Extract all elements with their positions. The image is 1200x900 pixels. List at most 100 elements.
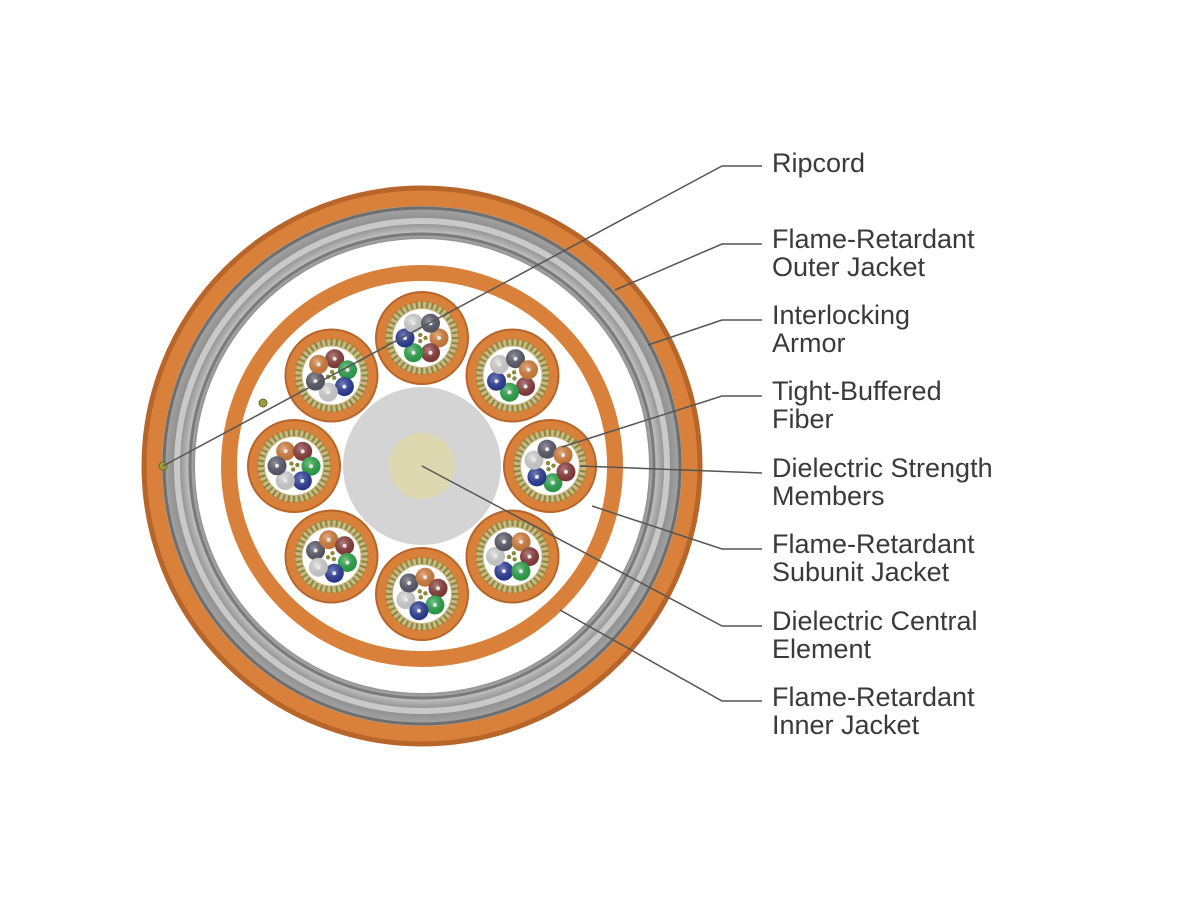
armor-edge-inner bbox=[188, 232, 656, 700]
strength-yarn bbox=[360, 368, 369, 372]
strength-yarn bbox=[475, 368, 484, 372]
strength-yarn bbox=[415, 367, 419, 375]
strength-yarn bbox=[385, 587, 393, 591]
leader-line-tight-buffered-fiber bbox=[561, 395, 762, 448]
strength-yarn bbox=[562, 492, 568, 500]
strength-yarn bbox=[320, 448, 328, 454]
leader-line-armor bbox=[647, 319, 762, 346]
fiber-core bbox=[494, 379, 499, 384]
strength-yarn bbox=[536, 533, 544, 540]
strength-yarn bbox=[476, 363, 485, 368]
fiber-core bbox=[507, 390, 512, 395]
strength-yarn bbox=[579, 469, 587, 473]
strength-yarn bbox=[532, 395, 540, 403]
strength-yarn bbox=[304, 348, 312, 356]
fiber-core bbox=[407, 580, 412, 585]
strength-yarn bbox=[360, 560, 369, 564]
strength-yarn bbox=[475, 560, 484, 564]
strength-yarn bbox=[434, 364, 440, 372]
strength-yarn bbox=[434, 560, 440, 568]
label-line: Subunit Jacket bbox=[772, 557, 950, 587]
strength-yarn bbox=[300, 352, 308, 359]
label-line: Ripcord bbox=[772, 148, 865, 178]
strength-yarn bbox=[409, 622, 414, 630]
leader-line-central-element bbox=[421, 465, 762, 627]
center-filler bbox=[418, 338, 423, 344]
fiber-core bbox=[550, 480, 555, 485]
strength-yarn bbox=[425, 301, 429, 309]
strength-yarn bbox=[351, 576, 359, 584]
strength-yarn bbox=[525, 401, 531, 409]
subunit-jacket-edge bbox=[375, 547, 469, 641]
subunit bbox=[284, 509, 379, 604]
strength-yarn bbox=[323, 459, 331, 463]
outer-jacket-shade bbox=[141, 185, 703, 747]
label-line: Flame-Retardant bbox=[772, 529, 975, 559]
strength-yarn bbox=[505, 404, 509, 413]
fiber-core bbox=[436, 586, 441, 591]
subunit-jacket-edge bbox=[465, 328, 560, 423]
center-filler bbox=[330, 550, 335, 556]
strength-yarn bbox=[322, 453, 330, 458]
strength-yarn bbox=[306, 492, 312, 500]
strength-yarn bbox=[314, 439, 321, 446]
center-filler bbox=[290, 467, 296, 472]
strength-yarn bbox=[505, 338, 509, 347]
center-filler bbox=[506, 373, 512, 378]
leader-line-outer-jacket bbox=[614, 243, 762, 291]
fiber-core bbox=[300, 478, 305, 483]
center-filler bbox=[506, 554, 512, 560]
strength-yarn bbox=[399, 307, 406, 315]
strength-yarn bbox=[323, 469, 331, 473]
strength-yarn bbox=[258, 474, 266, 479]
strength-yarn bbox=[430, 302, 435, 310]
strength-yarn bbox=[281, 430, 286, 438]
fiber-core bbox=[527, 554, 532, 559]
fiber-core bbox=[513, 356, 518, 361]
strength-yarn bbox=[485, 576, 493, 584]
subunit bbox=[375, 547, 469, 641]
fiber-core bbox=[316, 362, 321, 367]
strength-yarn bbox=[310, 489, 317, 497]
fiber-core bbox=[342, 543, 347, 548]
strength-yarn bbox=[324, 404, 328, 413]
strength-yarn bbox=[287, 429, 291, 437]
strength-yarn bbox=[438, 563, 445, 571]
strength-yarn bbox=[516, 404, 520, 413]
strength-yarn bbox=[538, 388, 546, 394]
strength-yarn bbox=[479, 569, 487, 575]
strength-yarn bbox=[388, 606, 396, 612]
strength-yarn bbox=[448, 320, 456, 326]
center-filler bbox=[423, 591, 428, 596]
fiber-core bbox=[519, 539, 524, 544]
strength-member-yarns bbox=[475, 519, 550, 594]
fiber-core bbox=[523, 384, 528, 389]
center-filler bbox=[551, 463, 556, 468]
strength-yarn bbox=[415, 557, 419, 565]
strength-yarn bbox=[339, 403, 344, 412]
strength-member-yarns bbox=[513, 429, 587, 503]
strength-yarn bbox=[339, 584, 344, 593]
fiber-core bbox=[313, 379, 318, 384]
label-line: Armor bbox=[772, 328, 846, 358]
label-outer-jacket: Flame-Retardant Outer Jacket bbox=[772, 224, 982, 282]
strength-yarn bbox=[476, 564, 485, 569]
strength-yarn bbox=[529, 580, 536, 588]
strength-yarn bbox=[294, 368, 303, 372]
strength-yarn bbox=[415, 623, 419, 631]
strength-yarn bbox=[409, 558, 414, 566]
strength-yarn bbox=[355, 352, 363, 359]
strength-yarn bbox=[263, 443, 271, 450]
strength-yarn bbox=[485, 348, 493, 356]
strength-yarn bbox=[357, 569, 365, 575]
strength-yarn bbox=[425, 623, 429, 631]
fiber-core bbox=[326, 537, 331, 542]
strength-yarn bbox=[295, 383, 304, 388]
fiber-core bbox=[345, 560, 350, 565]
strength-yarn bbox=[391, 610, 399, 617]
strength-yarn bbox=[479, 388, 487, 394]
strength-yarn bbox=[324, 519, 328, 528]
strength-yarn bbox=[404, 620, 410, 628]
strength-yarn bbox=[562, 432, 568, 440]
